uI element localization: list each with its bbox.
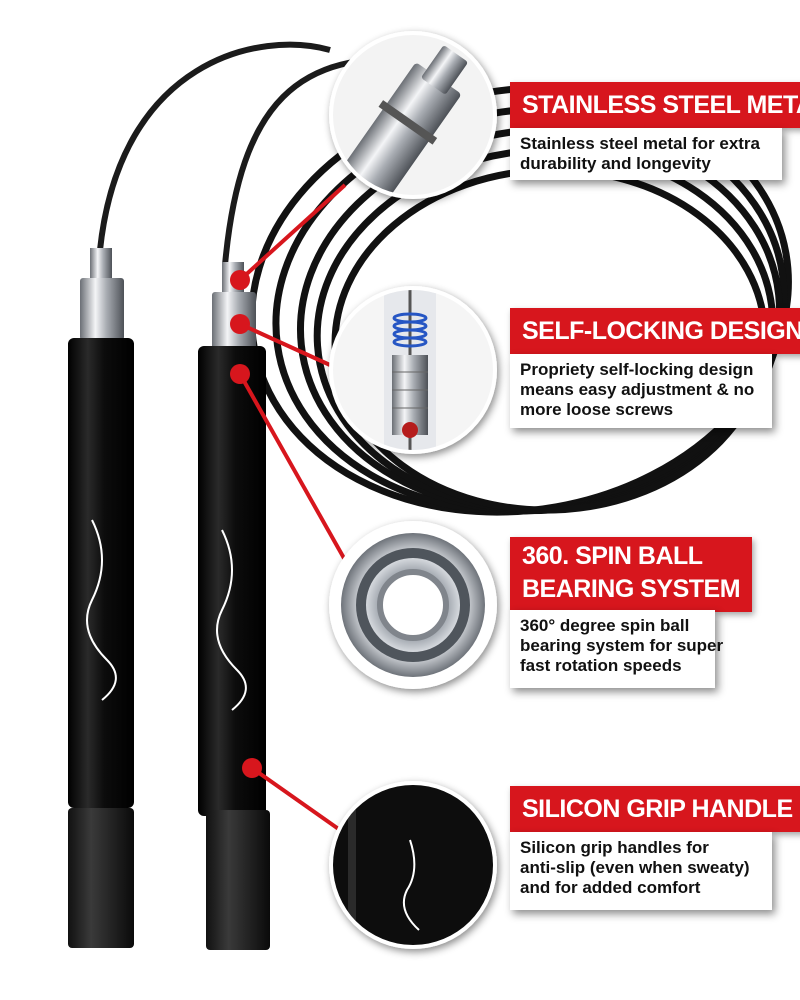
- grip-handle-icon: [333, 785, 493, 945]
- detail-circle-steel: [329, 31, 497, 199]
- steel-cap-icon: [333, 63, 461, 195]
- feature-title-self-locking: SELF-LOCKING DESIGN: [510, 308, 800, 354]
- feature-title-bearing: 360. SPIN BALL BEARING SYSTEM: [510, 537, 753, 612]
- feature-desc-bearing: 360° degree spin ball bearing system for…: [510, 610, 723, 688]
- detail-circle-grip: [329, 781, 497, 949]
- feature-title-grip: SILICON GRIP HANDLE: [510, 786, 800, 832]
- detail-circle-lock: [329, 286, 497, 454]
- connector-lines: [230, 183, 347, 832]
- feature-desc-grip: Silicon grip handles for anti-slip (even…: [510, 832, 772, 910]
- left-handle: [68, 248, 134, 948]
- detail-circle-bearing: [329, 521, 497, 689]
- feature-title-stainless: STAINLESS STEEL METAL: [510, 82, 800, 128]
- feature-desc-stainless: Stainless steel metal for extra durabili…: [510, 128, 782, 180]
- feature-desc-self-locking: Propriety self-locking design means easy…: [510, 354, 772, 428]
- signature-right: [216, 529, 247, 711]
- spring-lock-icon: [392, 312, 428, 348]
- rope-left: [97, 41, 331, 251]
- signature-left: [86, 519, 117, 701]
- right-handle: [198, 262, 270, 950]
